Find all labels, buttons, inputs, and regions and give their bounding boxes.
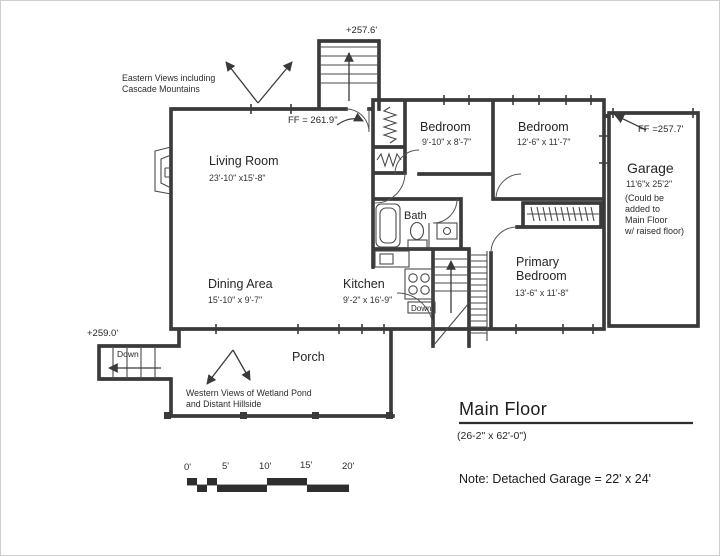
garage-note-line3: Main Floor bbox=[625, 215, 668, 225]
basement-stairs-strip bbox=[469, 251, 488, 341]
plan-title: Main Floor bbox=[459, 399, 548, 419]
scale-label-0: 0' bbox=[184, 462, 192, 473]
view-arrows bbox=[206, 61, 293, 385]
eastern-views-line2: Cascade Mountains bbox=[122, 84, 200, 94]
fireplace bbox=[154, 146, 172, 195]
top-elevation-label: +257.6' bbox=[346, 25, 378, 36]
garage-label: Garage bbox=[627, 160, 674, 176]
primary-bedroom-dims: 13'-6" x 11'-8" bbox=[515, 288, 569, 298]
porch-elevation-label: +259.0' bbox=[87, 328, 119, 339]
scale-label-10: 10' bbox=[259, 461, 272, 472]
hall-closet-hangers bbox=[376, 106, 402, 168]
interior-stairs bbox=[407, 258, 470, 347]
bedroom2-dims: 12'-6" x 11'-7" bbox=[517, 137, 571, 147]
primary-bedroom-label-line1: Primary bbox=[516, 255, 560, 269]
exterior-stairs bbox=[108, 346, 161, 379]
eastern-views-line1: Eastern Views including bbox=[122, 73, 216, 83]
garage-note-line2: added to bbox=[625, 204, 661, 214]
western-views-line2: and Distant Hillside bbox=[186, 399, 262, 409]
entry-stairs bbox=[319, 46, 379, 101]
ff-arrows bbox=[336, 112, 647, 131]
plan-dims: (26-2" x 62'-0") bbox=[457, 430, 527, 442]
bedroom1-dims: 9'-10" x 8'-7" bbox=[422, 137, 472, 147]
living-room-dims: 23'-10" x15'-8" bbox=[209, 173, 266, 183]
porch-posts bbox=[164, 412, 393, 419]
bath-label: Bath bbox=[404, 210, 427, 222]
dining-area-dims: 15'-10" x 9'-7" bbox=[208, 295, 263, 305]
scale-label-15: 15' bbox=[300, 460, 313, 471]
ff-main-floor-label: FF = 261.9" bbox=[288, 115, 338, 126]
down-exterior-label: Down bbox=[117, 349, 139, 359]
garage-note-line4: w/ raised floor) bbox=[625, 226, 685, 236]
dining-area-label: Dining Area bbox=[208, 277, 273, 291]
living-room-label: Living Room bbox=[209, 154, 279, 168]
scale-label-20: 20' bbox=[342, 461, 355, 472]
bedroom2-label: Bedroom bbox=[518, 120, 569, 134]
garage-dims: 11'6"x 25'2" bbox=[626, 179, 673, 189]
garage-note: (Could be added to Main Floor w/ raised … bbox=[625, 193, 684, 237]
western-views-line1: Western Views of Wetland Pond bbox=[186, 388, 312, 398]
primary-closet-hangers bbox=[527, 206, 599, 222]
window-ticks bbox=[215, 95, 694, 334]
primary-bedroom-label-line2: Bedroom bbox=[516, 269, 567, 283]
garage-note-line1: (Could be bbox=[625, 193, 665, 203]
scale-bar bbox=[187, 478, 349, 492]
detached-garage-note: Note: Detached Garage = 22' x 24' bbox=[459, 472, 652, 486]
ff-garage-label: FF =257.7' bbox=[638, 124, 684, 135]
porch-label: Porch bbox=[292, 350, 325, 364]
kitchen-fixtures bbox=[374, 250, 434, 300]
scale-label-5: 5' bbox=[222, 461, 230, 472]
bedroom1-label: Bedroom bbox=[420, 120, 471, 134]
down-interior-label: Down bbox=[411, 304, 432, 313]
kitchen-label: Kitchen bbox=[343, 277, 385, 291]
kitchen-dims: 9'-2" x 16'-9" bbox=[343, 295, 393, 305]
bathroom-fixtures bbox=[375, 203, 458, 249]
walls-inner bbox=[97, 39, 700, 418]
